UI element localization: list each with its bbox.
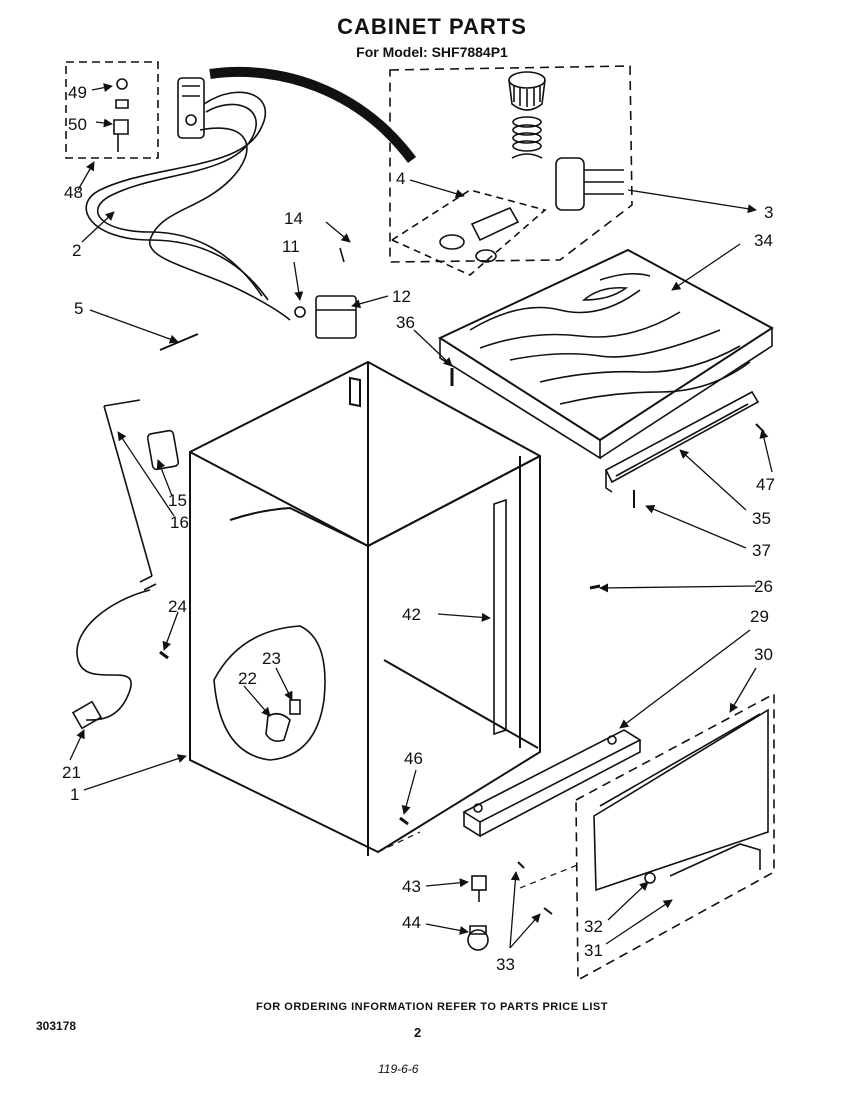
detail-box-30 bbox=[575, 692, 775, 982]
callout-31: 31 bbox=[584, 941, 603, 960]
guide-lines bbox=[189, 690, 581, 889]
callout-50: 50 bbox=[68, 115, 87, 134]
callout-16: 16 bbox=[170, 513, 189, 532]
fitting-50-icon bbox=[113, 119, 129, 152]
callout-2: 2 bbox=[72, 241, 81, 260]
callout-3: 3 bbox=[764, 203, 773, 222]
callout-5: 5 bbox=[74, 299, 83, 318]
screw-46 bbox=[399, 816, 409, 826]
detail-box-3-4 bbox=[389, 65, 633, 263]
inlet-hose bbox=[85, 91, 269, 301]
model-subtitle: For Model: SHF7884P1 bbox=[356, 44, 508, 60]
callout-22: 22 bbox=[238, 669, 257, 688]
callout-47: 47 bbox=[756, 475, 775, 494]
tie-5 bbox=[159, 333, 199, 351]
callout-12: 12 bbox=[392, 287, 411, 306]
front-rail-35 bbox=[604, 390, 760, 493]
callout-49: 49 bbox=[68, 83, 87, 102]
terminal-block-15 bbox=[103, 399, 180, 577]
callout-44: 44 bbox=[402, 913, 421, 932]
callout-30: 30 bbox=[754, 645, 773, 664]
caster-44 bbox=[467, 925, 489, 951]
callout-48: 48 bbox=[64, 183, 83, 202]
handwritten-note: 119-6-6 bbox=[378, 1062, 419, 1076]
clip-icon bbox=[511, 153, 543, 159]
leader-lines bbox=[69, 83, 773, 949]
leveling-leg-43 bbox=[471, 875, 487, 902]
callout-46: 46 bbox=[404, 749, 423, 768]
callout-35: 35 bbox=[752, 509, 771, 528]
callout-37: 37 bbox=[752, 541, 771, 560]
callout-33: 33 bbox=[496, 955, 515, 974]
wood-top-34 bbox=[437, 248, 774, 460]
screw-26 bbox=[589, 584, 601, 590]
cabinet-1 bbox=[189, 360, 541, 856]
brace-42 bbox=[493, 498, 507, 736]
callout-34: 34 bbox=[754, 231, 773, 250]
detail-box-4 bbox=[390, 189, 547, 276]
callout-14: 14 bbox=[284, 209, 303, 228]
screw-33b bbox=[543, 907, 553, 915]
black-wire-bundle bbox=[209, 66, 417, 163]
screw-24 bbox=[159, 650, 169, 660]
callout-1: 1 bbox=[70, 785, 79, 804]
screw-33a bbox=[517, 861, 525, 869]
document-number: 303178 bbox=[36, 1019, 77, 1033]
valve-body-3 bbox=[555, 157, 624, 211]
page-number: 2 bbox=[414, 1025, 422, 1040]
callout-29: 29 bbox=[750, 607, 769, 626]
cutout-22-23 bbox=[213, 625, 326, 761]
strain-relief-12 bbox=[315, 295, 357, 339]
nut-11 bbox=[294, 306, 306, 318]
bottom-rail-29 bbox=[462, 729, 642, 838]
callout-23: 23 bbox=[262, 649, 281, 668]
water-valve bbox=[177, 77, 205, 139]
screw-14 bbox=[339, 247, 345, 263]
diagram-title: CABINET PARTS bbox=[337, 14, 527, 39]
fitting-49-icon bbox=[115, 78, 129, 109]
callout-26: 26 bbox=[754, 577, 773, 596]
callout-4: 4 bbox=[396, 169, 405, 188]
ordering-note: FOR ORDERING INFORMATION REFER TO PARTS … bbox=[256, 1001, 608, 1013]
callout-21: 21 bbox=[62, 763, 81, 782]
kick-panel-30 bbox=[593, 708, 769, 892]
drain-hose bbox=[149, 127, 291, 321]
callout-11: 11 bbox=[282, 237, 300, 256]
callout-42: 42 bbox=[402, 605, 421, 624]
power-cord-21 bbox=[71, 575, 157, 730]
callout-24: 24 bbox=[168, 597, 187, 616]
callout-36: 36 bbox=[396, 313, 415, 332]
callout-43: 43 bbox=[402, 877, 421, 896]
detail-box-49-50 bbox=[65, 61, 159, 159]
spring-icon bbox=[512, 116, 542, 152]
knob-icon bbox=[508, 71, 546, 111]
callout-32: 32 bbox=[584, 917, 603, 936]
fitting-4-icon bbox=[439, 206, 520, 263]
callout-15: 15 bbox=[168, 491, 187, 510]
